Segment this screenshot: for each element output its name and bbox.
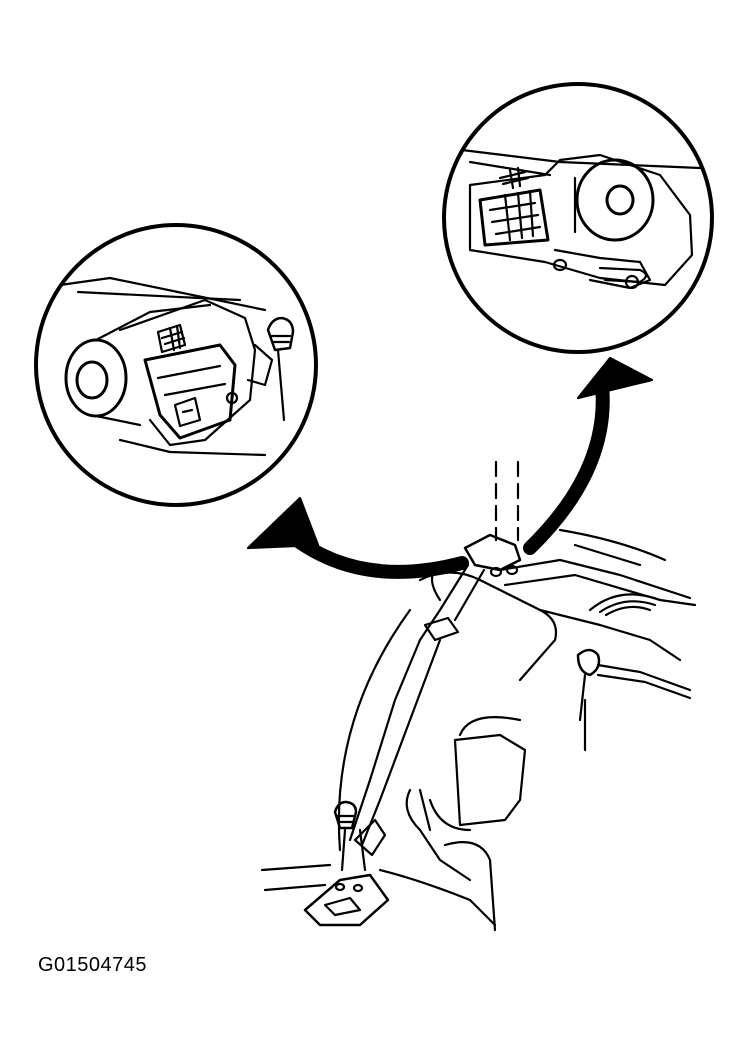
arrow-to-right-inset (523, 356, 654, 555)
right-detail-inset (442, 82, 714, 354)
vehicle-body-assembly (260, 460, 697, 932)
figure-reference-code: G01504745 (38, 954, 148, 976)
arrow-to-left-inset (246, 496, 469, 579)
left-detail-inset (34, 223, 318, 507)
